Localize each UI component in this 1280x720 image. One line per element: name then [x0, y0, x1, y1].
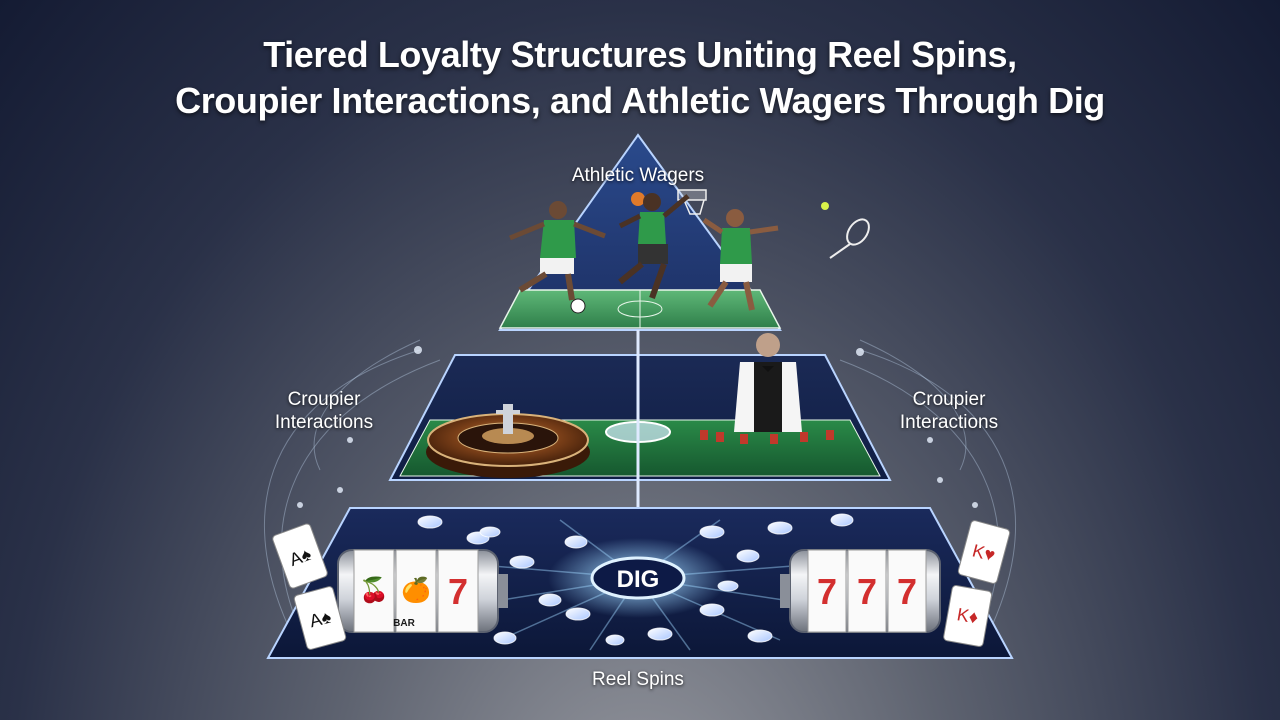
- title-line-2: Croupier Interactions, and Athletic Wage…: [175, 80, 1105, 121]
- playing-card-left-bottom: A♠: [293, 586, 347, 650]
- soccer-ball-icon: [570, 298, 586, 314]
- tennis-racket-icon: [829, 218, 870, 259]
- basketball-player: [618, 193, 690, 299]
- croupier-dealer: [734, 333, 802, 432]
- label-croupier-right: Croupier Interactions: [869, 388, 1029, 434]
- label-reel-spins: Reel Spins: [592, 669, 684, 690]
- page-title: Tiered Loyalty Structures Uniting Reel S…: [0, 32, 1280, 124]
- label-croupier-left-line1: Croupier: [287, 389, 361, 410]
- tennis-player: [702, 209, 779, 311]
- field-markings: [617, 290, 663, 328]
- reel-right-symbol-2: 7: [857, 571, 877, 612]
- dig-hub-ring: [590, 556, 686, 600]
- reel-left-symbol-3: 7: [448, 571, 468, 612]
- title-line-1: Tiered Loyalty Structures Uniting Reel S…: [263, 34, 1017, 75]
- reel-right-symbol-1: 7: [817, 571, 837, 612]
- blackjack-table-markings: [700, 430, 834, 444]
- reel-left-bar-symbol: BAR: [393, 618, 415, 629]
- label-croupier-left-line2: Interactions: [274, 412, 374, 433]
- basketball-hoop-icon: [677, 189, 707, 215]
- basketball-icon: [631, 192, 645, 206]
- dig-hub-label: DIG: [617, 566, 660, 593]
- playing-card-right-bottom: K♦: [943, 585, 993, 647]
- label-croupier-right-line1: Croupier: [912, 389, 986, 410]
- label-croupier-right-line2: Interactions: [899, 412, 999, 433]
- tennis-ball-icon: [821, 202, 829, 210]
- label-athletic-wagers: Athletic Wagers: [571, 165, 705, 186]
- connector-dots: [297, 346, 978, 508]
- label-croupier-left: Croupier Interactions: [244, 388, 404, 434]
- card-right-bottom-face: K♦: [955, 604, 979, 627]
- reel-left-symbol-1: 🍒: [359, 576, 389, 604]
- roulette-wheel-icon: [426, 404, 590, 478]
- playing-card-right-top: K♥: [957, 520, 1011, 584]
- playing-card-left-top: A♠: [272, 523, 328, 589]
- slot-reel-left: [337, 549, 508, 633]
- reel-right-symbol-3: 7: [897, 571, 917, 612]
- slot-reel-right: [780, 549, 941, 633]
- soccer-player-left: [509, 201, 606, 301]
- reel-left-symbol-2: 🍊: [401, 576, 432, 604]
